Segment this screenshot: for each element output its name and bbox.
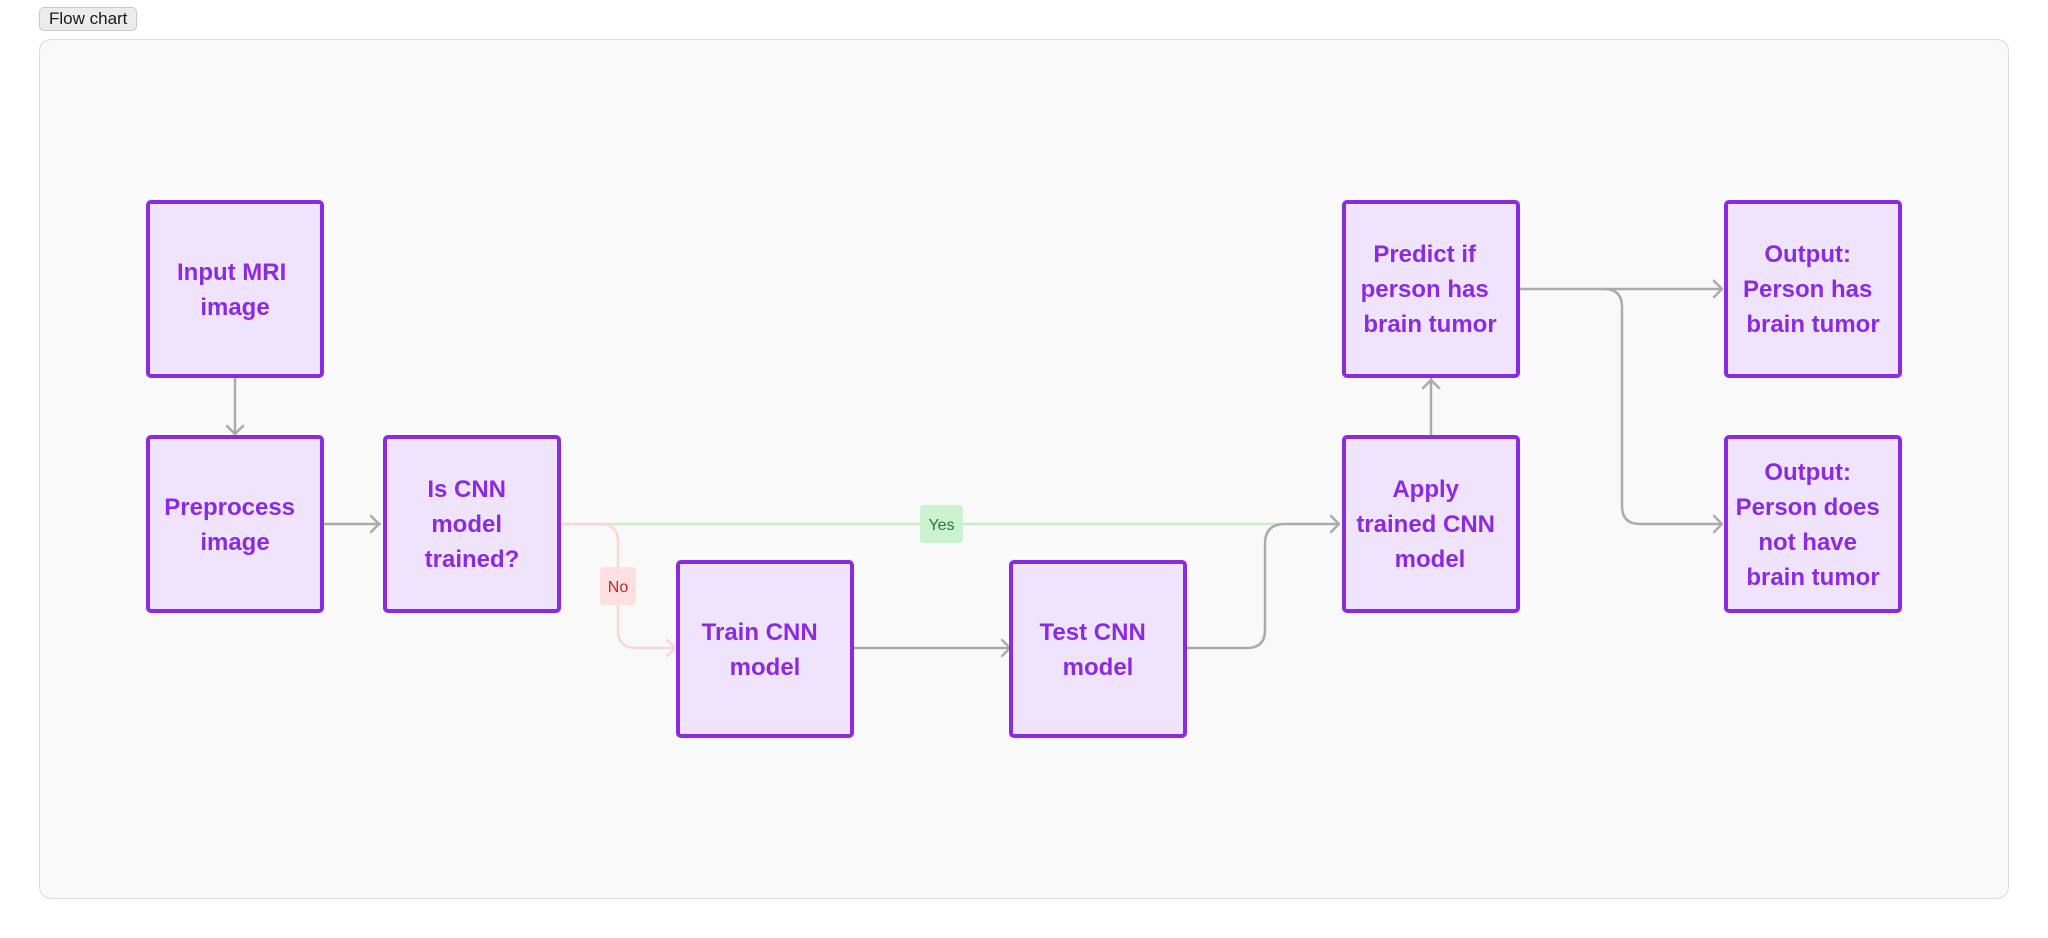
node-output-no-line-4: brain tumor <box>1746 564 1879 591</box>
arrowhead-icon <box>1712 279 1724 299</box>
node-output-yes-line-3: brain tumor <box>1746 311 1879 338</box>
node-input-line-1: Input MRI <box>177 259 286 286</box>
svg-text:Preprocess image: Preprocess image <box>164 494 301 556</box>
svg-text:Train CNN model: Train CNN model <box>702 619 825 681</box>
node-output-no-tumor[interactable]: Output: Person does not have brain tumor <box>1724 435 1902 613</box>
node-decision-line-3: trained? <box>425 546 520 573</box>
svg-text:Test CNN model: Test CNN model <box>1040 619 1153 681</box>
edge-test-to-apply <box>1186 572 1267 650</box>
node-apply-line-1: Apply <box>1392 476 1459 503</box>
node-apply-line-2: trained CNN <box>1356 511 1495 538</box>
edge-label-yes: Yes <box>920 505 963 543</box>
edge-label-no: No <box>600 567 636 605</box>
node-test-line-1: Test CNN <box>1040 619 1146 646</box>
arrowhead-icon <box>225 424 245 436</box>
arrowhead-icon <box>1712 514 1724 534</box>
node-apply-trained-cnn[interactable]: Apply trained CNN model <box>1342 435 1520 613</box>
node-preprocess-line-2: image <box>200 529 269 556</box>
node-decision-line-1: Is CNN <box>427 476 506 503</box>
svg-text:Output: Person has: Output: Person has brain tumor <box>1743 241 1880 338</box>
arrowhead-icon <box>1421 378 1441 390</box>
node-output-no-line-3: not have <box>1758 529 1857 556</box>
node-train-line-1: Train CNN <box>702 619 818 646</box>
diagram-canvas <box>39 39 2009 899</box>
node-output-no-line-2: Person does <box>1736 494 1880 521</box>
node-train-cnn-model[interactable]: Train CNN model <box>676 560 854 738</box>
node-preprocess-image[interactable]: Preprocess image <box>146 435 324 613</box>
edges <box>225 279 1724 658</box>
node-output-no-line-1: Output: <box>1764 459 1851 486</box>
node-output-yes-line-2: Person has <box>1743 276 1872 303</box>
node-decision-line-2: model <box>431 511 502 538</box>
arrowhead-icon <box>1329 514 1341 534</box>
node-preprocess-line-1: Preprocess <box>164 494 295 521</box>
node-predict-brain-tumor[interactable]: Predict if person has brain tumor <box>1342 200 1520 378</box>
node-apply-line-3: model <box>1395 546 1466 573</box>
arrowhead-icon <box>369 514 381 534</box>
node-input-mri-image[interactable]: Input MRI image <box>146 200 324 378</box>
svg-text:Is CNN model train: Is CNN model trained? <box>425 476 520 573</box>
node-test-cnn-model[interactable]: Test CNN model <box>1009 560 1187 738</box>
flow-chart-tab[interactable]: Flow chart <box>39 7 138 31</box>
node-predict-line-2: person has <box>1361 276 1489 303</box>
node-predict-line-1: Predict if <box>1373 241 1477 268</box>
node-input-line-2: image <box>200 294 269 321</box>
arrowhead-icon <box>665 638 677 658</box>
node-test-line-2: model <box>1063 654 1134 681</box>
node-decision-cnn-trained[interactable]: Is CNN model trained? <box>383 435 561 613</box>
svg-text:Apply trained CNN: Apply trained CNN model <box>1356 476 1501 573</box>
edge-label-no-text: No <box>608 579 629 596</box>
node-train-line-2: model <box>730 654 801 681</box>
svg-text:Input MRI image: Input MRI image <box>177 259 293 321</box>
node-output-yes-line-1: Output: <box>1764 241 1851 268</box>
edge-predict-to-output-no <box>1603 287 1722 526</box>
svg-text:Predict if person has: Predict if person has brain tumor <box>1361 241 1497 338</box>
node-predict-line-3: brain tumor <box>1363 311 1496 338</box>
svg-text:Output: Person does: Output: Person does not have brain tumor <box>1736 459 1887 591</box>
node-output-has-tumor[interactable]: Output: Person has brain tumor <box>1724 200 1902 378</box>
edge-join-to-apply <box>1263 522 1339 572</box>
edge-label-yes-text: Yes <box>928 517 954 534</box>
